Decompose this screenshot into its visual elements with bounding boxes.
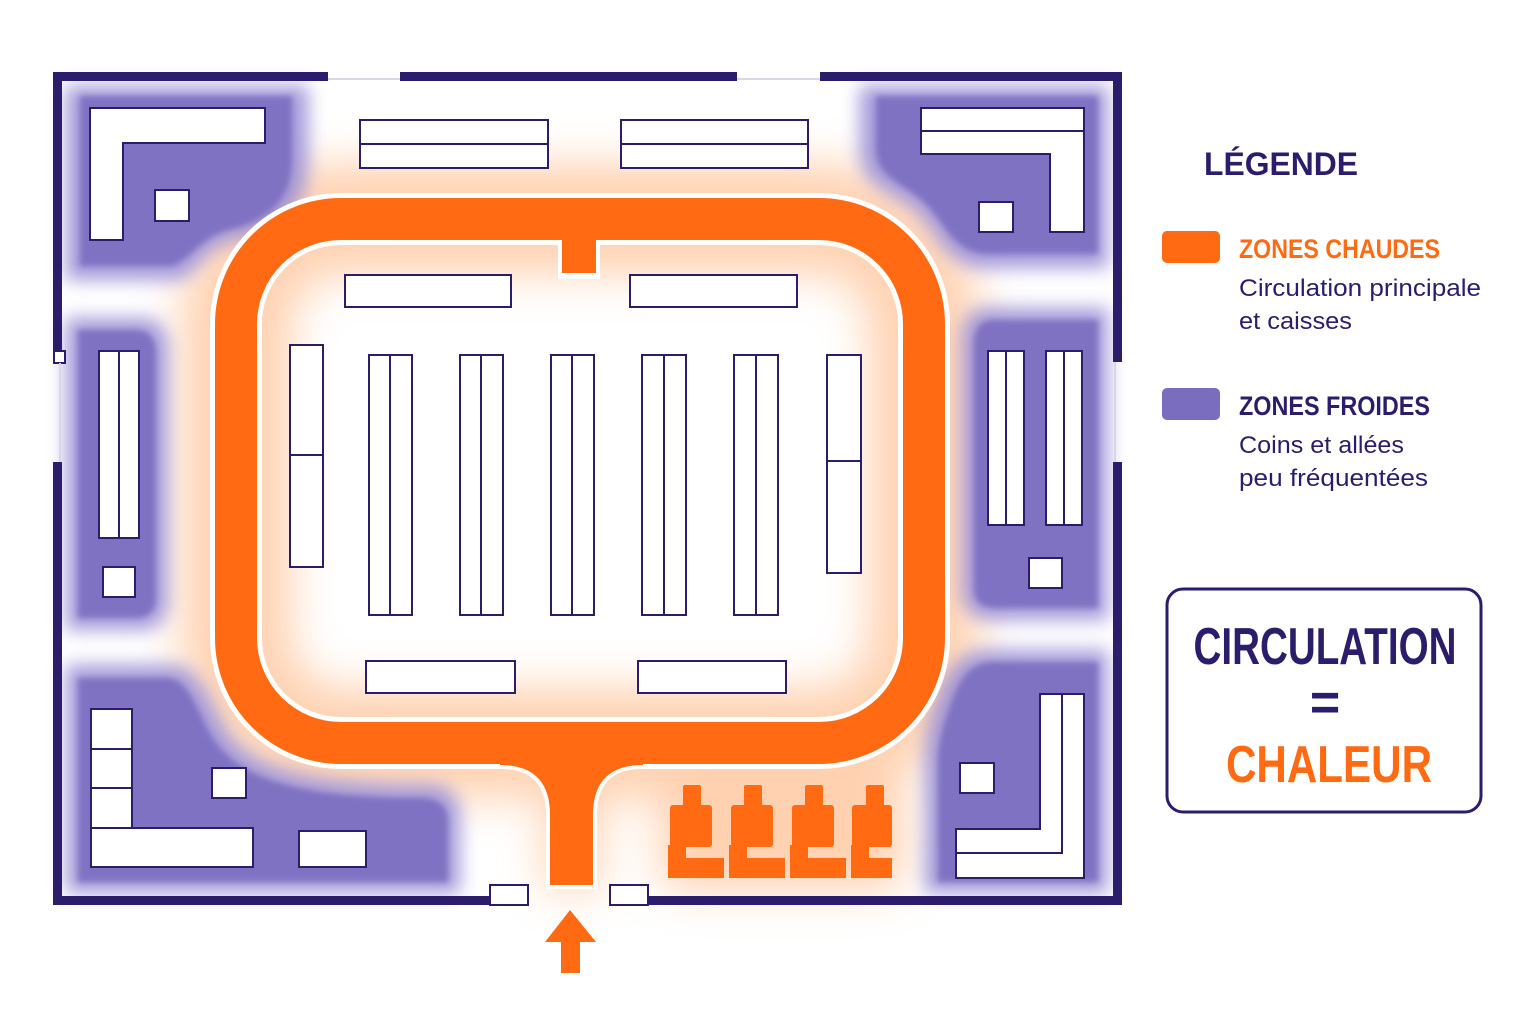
entrance-door-left: [489, 884, 529, 906]
callout-frame: [1165, 587, 1483, 814]
up-arrow-icon: [545, 910, 596, 973]
wall-shelf-left: [98, 350, 140, 539]
aisle-shelf-3: [459, 354, 504, 616]
aisle-shelf-7: [826, 354, 862, 574]
display-cube-bottom-right: [959, 762, 995, 794]
legend: LÉGENDE ZONES CHAUDES Circulation princi…: [1162, 146, 1481, 492]
hot-zone-path: [210, 193, 950, 889]
wall-shelf-right-1: [987, 350, 1025, 526]
cold-zone-core: [78, 96, 1098, 882]
corner-shelf-bottom-right: [955, 693, 1085, 879]
inner-top-shelf-right: [629, 274, 798, 308]
cash-register-icon: [851, 785, 892, 878]
checkout-counters: [668, 785, 892, 878]
display-cube-top-right: [978, 201, 1014, 233]
entrance-door-right: [609, 884, 649, 906]
callout-line-equals: =: [1310, 674, 1340, 732]
legend-cold-desc-line1: Coins et allées: [1239, 432, 1404, 459]
legend-cold-label: ZONES FROIDES: [1239, 391, 1430, 421]
top-shelf-right: [620, 119, 809, 169]
cash-register-icon: [790, 785, 846, 878]
inner-bottom-shelf-left: [365, 660, 516, 694]
inner-bottom-shelf-right: [637, 660, 787, 694]
cash-register-icon: [668, 785, 724, 878]
legend-hot-desc-line2: et caisses: [1239, 308, 1352, 335]
inner-top-shelf-left: [344, 274, 512, 308]
wall-shelf-right-2: [1045, 350, 1083, 526]
door-marker-left: [53, 350, 66, 364]
display-cube-top-left: [154, 189, 190, 222]
aisle-shelf-1: [289, 344, 324, 568]
display-cube-right: [1028, 557, 1063, 589]
legend-title: LÉGENDE: [1204, 146, 1358, 182]
aisle-shelf-4: [550, 354, 595, 616]
aisle-shelf-6: [733, 354, 779, 616]
callout-line-chaleur: CHALEUR: [1226, 736, 1432, 794]
callout-line-circulation: CIRCULATION: [1194, 618, 1457, 676]
display-shelf-bottom-left: [298, 830, 367, 868]
legend-cold-desc-line2: peu fréquentées: [1239, 465, 1428, 492]
corner-shelf-bottom-left: [90, 708, 254, 868]
legend-hot-desc-line1: Circulation principale: [1239, 275, 1481, 302]
store-walls: [53, 72, 1122, 906]
purple-square-icon: [1162, 388, 1220, 420]
shelves: [89, 107, 1085, 879]
top-shelf-left: [359, 119, 549, 169]
display-cube-left: [102, 566, 136, 598]
loop-notch: [562, 236, 596, 273]
aisle-shelf-2: [368, 354, 413, 616]
corner-shelf-top-right: [920, 107, 1085, 233]
aisle-shelf-5: [641, 354, 687, 616]
cash-register-icon: [729, 785, 785, 878]
orange-square-icon: [1162, 231, 1220, 263]
display-cube-bottom-left: [211, 767, 247, 799]
callout-box: CIRCULATION = CHALEUR: [1165, 587, 1483, 814]
legend-hot-label: ZONES CHAUDES: [1239, 234, 1440, 264]
entrance-aisle: [500, 722, 643, 885]
corner-shelf-top-left: [89, 107, 266, 241]
